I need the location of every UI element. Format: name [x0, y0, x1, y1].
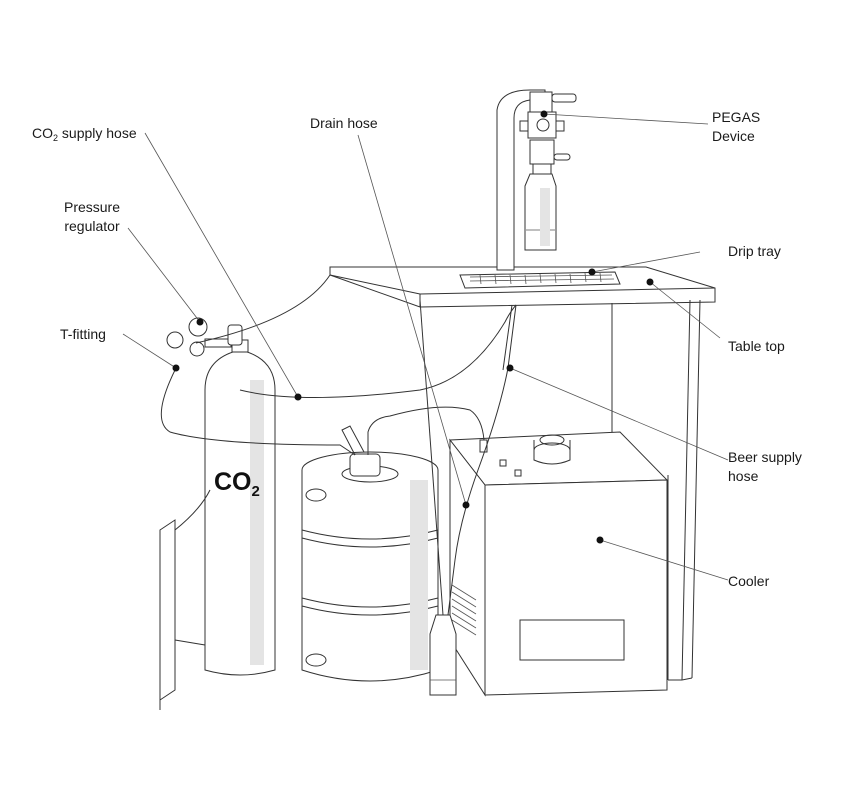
beer-supply-line1: Beer supply	[728, 449, 802, 465]
cooler-label: Cooler	[728, 573, 770, 589]
pressure-regulator-line2: regulator	[64, 218, 120, 234]
pressure-regulator	[166, 317, 243, 357]
beer-supply-line2: hose	[728, 468, 759, 484]
leader-dots	[172, 110, 654, 544]
stand-panel	[159, 489, 211, 710]
drip-tray-label: Drip tray	[728, 243, 781, 259]
pegas-device-label: PEGAS Device	[712, 108, 760, 146]
table-top-label: Table top	[728, 338, 785, 354]
drain-bottle	[429, 614, 457, 696]
co2-cylinder	[204, 339, 276, 676]
cooler	[449, 431, 669, 697]
pegas-line1: PEGAS	[712, 109, 761, 125]
co2-supply-hose-label: CO2 supply hose	[32, 125, 137, 143]
pressure-regulator-line1: Pressure	[63, 199, 121, 215]
pegas-line2: Device	[712, 128, 755, 144]
beer-supply-hose-label: Beer supply hose	[728, 448, 802, 486]
leader-lines	[122, 113, 729, 581]
t-fitting-label: T-fitting	[60, 326, 106, 342]
drip-tray	[459, 271, 621, 289]
keg	[301, 425, 439, 682]
drain-hose-label: Drain hose	[310, 115, 378, 131]
pegas-device	[496, 89, 577, 271]
pressure-regulator-label: Pressure regulator	[52, 198, 132, 236]
co2-cylinder-marking: CO2	[214, 468, 260, 500]
